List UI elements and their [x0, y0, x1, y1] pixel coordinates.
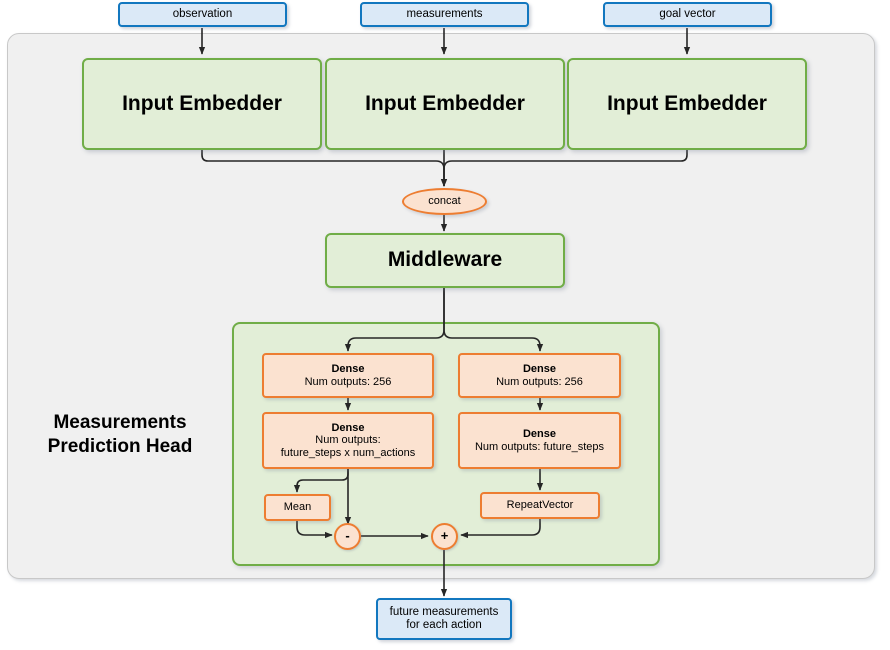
middleware-node[interactable]: Middleware	[325, 233, 565, 288]
subtract-operator-label: -	[345, 528, 350, 544]
subtract-operator[interactable]: -	[334, 523, 361, 550]
middleware-label: Middleware	[387, 248, 503, 272]
left-dense-1[interactable]: Dense Num outputs: 256	[262, 353, 434, 398]
input-node-goal-vector[interactable]: goal vector	[603, 2, 772, 27]
input-embedder-3[interactable]: Input Embedder	[567, 58, 807, 150]
mean-node[interactable]: Mean	[264, 494, 331, 521]
left-dense-1-title: Dense	[331, 362, 365, 375]
left-dense-2-line2: future_steps x num_actions	[280, 446, 416, 459]
concat-label: concat	[428, 195, 461, 208]
right-dense-1[interactable]: Dense Num outputs: 256	[458, 353, 621, 398]
output-node-line2: for each action	[406, 619, 482, 631]
input-node-measurements[interactable]: measurements	[360, 2, 529, 27]
input-embedder-1-label: Input Embedder	[122, 91, 282, 115]
right-dense-1-line1: Num outputs: 256	[496, 375, 583, 388]
repeat-vector-node[interactable]: RepeatVector	[480, 492, 600, 519]
mean-label: Mean	[283, 501, 312, 514]
right-dense-1-title: Dense	[522, 362, 557, 375]
left-dense-1-line1: Num outputs: 256	[304, 375, 392, 388]
input-node-measurements-label: measurements	[406, 7, 483, 20]
left-dense-2-title: Dense	[331, 421, 365, 434]
add-operator-label: +	[440, 528, 449, 544]
head-title-line2: Prediction Head	[47, 435, 193, 457]
repeat-vector-label: RepeatVector	[506, 499, 574, 512]
input-node-observation[interactable]: observation	[118, 2, 287, 27]
input-embedder-3-label: Input Embedder	[607, 91, 767, 115]
concat-node[interactable]: concat	[402, 188, 487, 215]
input-node-observation-label: observation	[172, 7, 233, 20]
right-dense-2-title: Dense	[522, 427, 557, 440]
input-node-goal-vector-label: goal vector	[659, 7, 716, 20]
output-node-future-measurements[interactable]: future measurements for each action	[376, 598, 512, 640]
output-node-line1: future measurements	[389, 605, 499, 618]
add-operator[interactable]: +	[431, 523, 458, 550]
input-embedder-2[interactable]: Input Embedder	[325, 58, 565, 150]
right-dense-2-line1: Num outputs: future_steps	[474, 440, 604, 453]
left-dense-2-line1: Num outputs:	[315, 434, 381, 447]
input-embedder-1[interactable]: Input Embedder	[82, 58, 322, 150]
right-dense-2[interactable]: Dense Num outputs: future_steps	[458, 412, 621, 469]
head-title-line1: Measurements	[53, 412, 187, 433]
input-embedder-2-label: Input Embedder	[365, 91, 525, 115]
left-dense-2[interactable]: Dense Num outputs: future_steps x num_ac…	[262, 412, 434, 469]
head-title: Measurements Prediction Head	[20, 411, 220, 459]
